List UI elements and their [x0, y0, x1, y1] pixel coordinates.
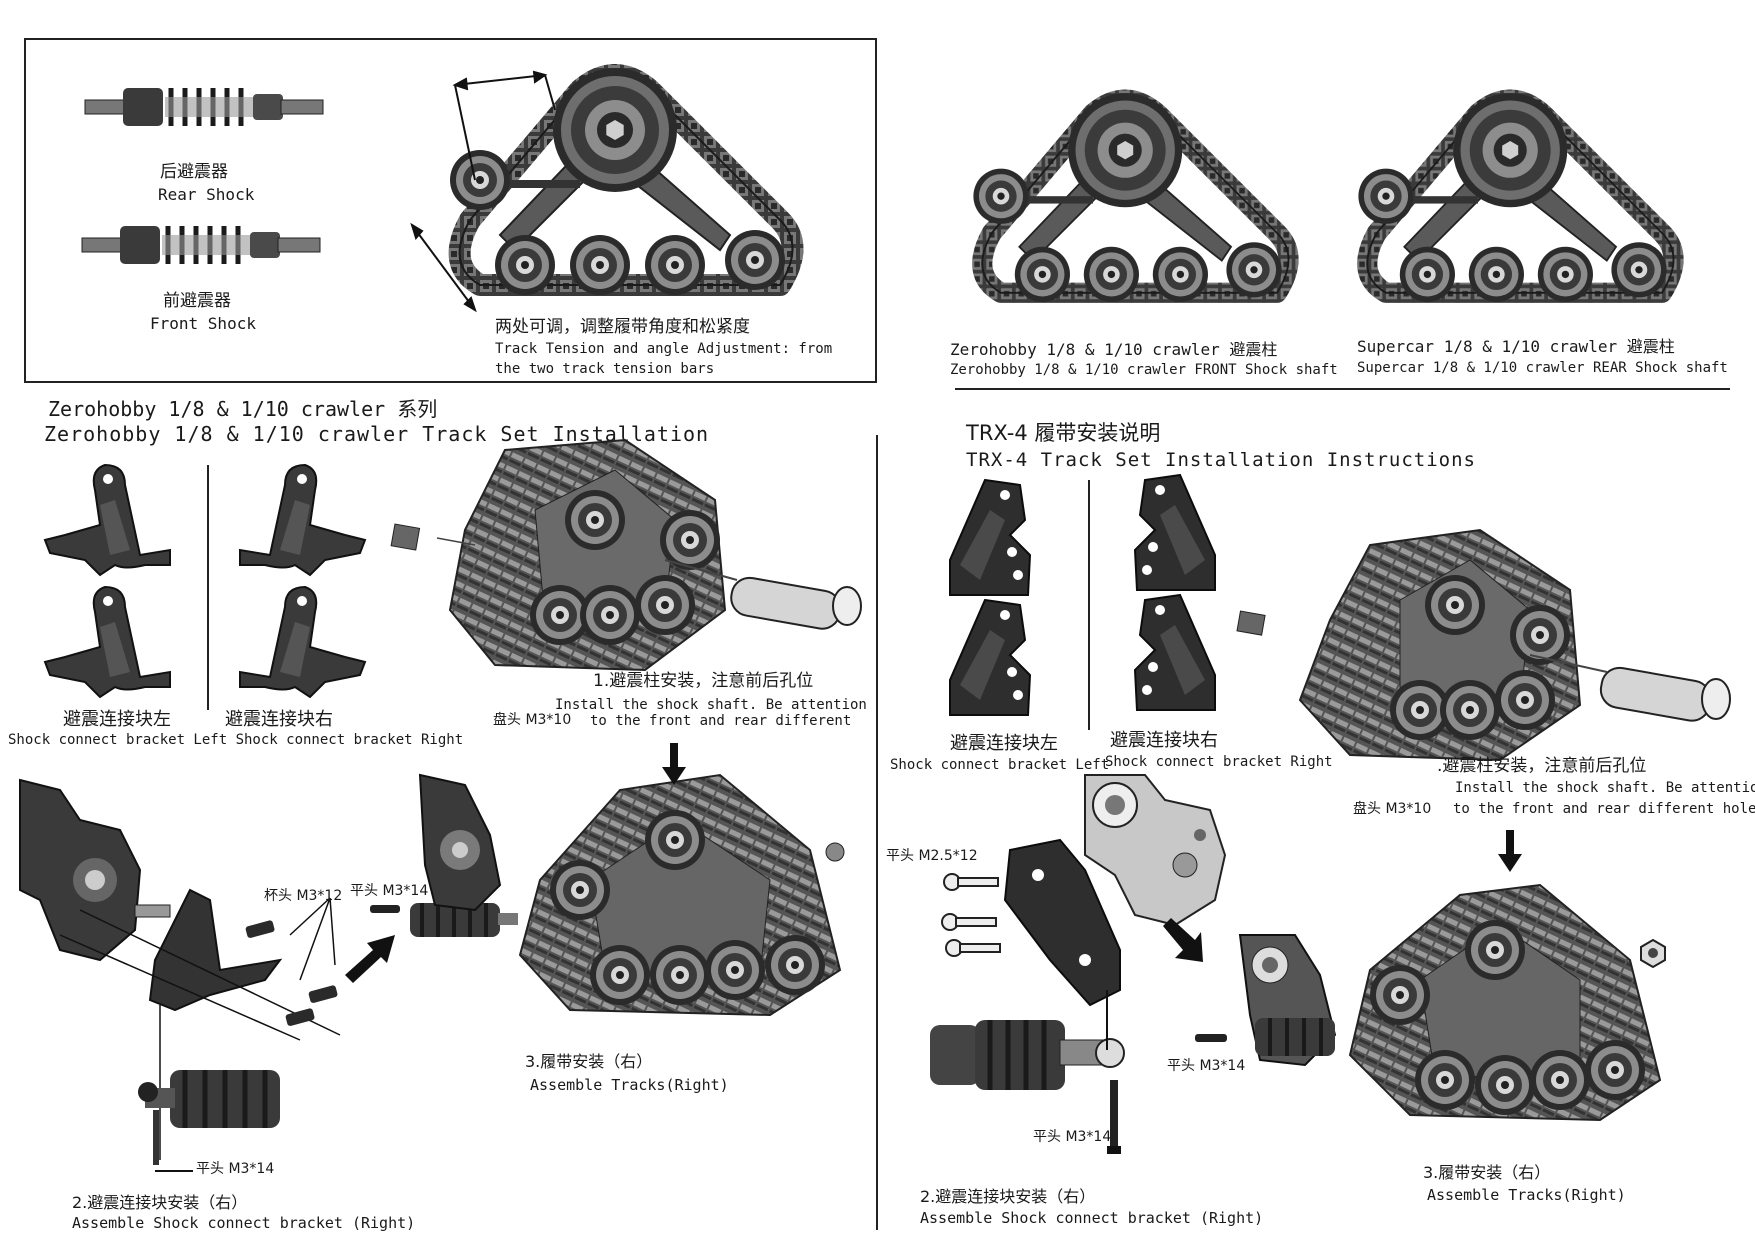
bracket-left-top [44, 464, 171, 576]
left-screw-pointers [289, 897, 336, 981]
trx-bracket-left-bottom [949, 599, 1031, 716]
right-step3-screw [1195, 1034, 1227, 1042]
left-step2-gearbox [19, 778, 341, 1165]
front-shock-illustration [82, 226, 332, 266]
bracket-divider-left [207, 465, 209, 710]
zerohobby-shaft-label-zh: Zerohobby 1/8 & 1/10 crawler 避震柱 [950, 340, 1278, 359]
left-arrow-to-track [345, 935, 395, 983]
left-step2-en: Assemble Shock connect bracket (Right) [72, 1214, 416, 1232]
right-screw-flat-m3x14-b: 平头 M3*14 [1033, 1129, 1112, 1145]
bracket-left-bottom [44, 586, 171, 698]
top-info-box [24, 38, 877, 383]
right-bracket-right-en: Shock connect bracket Right [1105, 754, 1333, 770]
left-screw-m3x14-piece [370, 905, 400, 913]
right-step2-screws [941, 873, 1001, 957]
left-step1-en-2: to the front and rear different [590, 713, 852, 729]
right-step3-track-iso [1348, 883, 1662, 1122]
right-screw-m25x12: 平头 M2.5*12 [886, 848, 978, 864]
top-right-divider [955, 388, 1730, 390]
supercar-shaft-label-zh: Supercar 1/8 & 1/10 crawler 避震柱 [1357, 337, 1675, 356]
rear-shock-label-en: Rear Shock [158, 185, 255, 204]
left-step1-zh: 1.避震柱安装，注意前后孔位 [593, 671, 814, 691]
bracket-right-top [239, 464, 366, 576]
right-step1-zh: .避震柱安装，注意前后孔位 [1437, 756, 1647, 776]
left-bracket-en: Shock connect bracket Left Shock connect… [8, 732, 464, 748]
left-step3-zh: 3.履带安装（右） [525, 1052, 653, 1071]
tension-caption-zh: 两处可调，调整履带角度和松紧度 [495, 317, 750, 337]
supercar-shock-shaft-track [1340, 95, 1720, 345]
right-title-en: TRX-4 Track Set Installation Instruction… [966, 449, 1476, 471]
right-down-arrow [1498, 830, 1522, 872]
trx-bracket-left-top [949, 479, 1031, 596]
right-screw-flat-m3x14-a: 平头 M3*14 [1167, 1058, 1246, 1074]
right-step2-en: Assemble Shock connect bracket (Right) [920, 1209, 1264, 1227]
zerohobby-shock-shaft-track [955, 95, 1335, 345]
right-step2-shock [930, 1020, 1125, 1090]
right-arrow-to-track [1163, 918, 1203, 962]
right-step3-nut [1640, 938, 1666, 969]
left-step1-track-iso [390, 438, 862, 672]
left-screw-flat-m3x14-b: 平头 M3*14 [196, 1161, 275, 1177]
bracket-right-bottom [239, 586, 366, 698]
left-title-zh: Zerohobby 1/8 & 1/10 crawler 系列 [48, 397, 438, 421]
right-step1-en-2: to the front and rear different hole [1453, 801, 1755, 817]
right-bracket-left-en: Shock connect bracket Left [890, 757, 1110, 773]
right-step2-zh: 2.避震连接块安装（右） [920, 1187, 1096, 1206]
tension-caption-en-1: Track Tension and angle Adjustment: from [495, 341, 833, 357]
right-screw-m3x10: 盘头 M3*10 [1353, 801, 1432, 817]
left-leader-m3x14 [155, 1170, 193, 1172]
left-step1-en-1: Install the shock shaft. Be attention [555, 697, 867, 713]
trx-bracket-right-bottom [1134, 594, 1216, 711]
right-step2-long-bolt [1107, 1080, 1121, 1154]
left-step3-gearbox [418, 773, 502, 912]
left-step3-track-iso [518, 773, 845, 1017]
right-title-zh: TRX-4 履带安装说明 [966, 421, 1161, 445]
right-step1-track-iso [1236, 528, 1731, 762]
supercar-shaft-label-en: Supercar 1/8 & 1/10 crawler REAR Shock s… [1357, 360, 1728, 376]
section-divider [876, 435, 878, 1230]
right-step1-en-1: Install the shock shaft. Be attentio [1455, 780, 1755, 796]
left-screw-cup-m3x12: 杯头 M3*12 [264, 888, 343, 904]
left-title-en: Zerohobby 1/8 & 1/10 crawler Track Set I… [44, 422, 710, 446]
trx-bracket-divider [1088, 480, 1090, 730]
zerohobby-shaft-label-en: Zerohobby 1/8 & 1/10 crawler FRONT Shock… [950, 362, 1338, 378]
left-screw-flat-m3x14-a: 平头 M3*14 [350, 883, 429, 899]
left-down-arrow [662, 743, 686, 785]
front-shock-label-zh: 前避震器 [163, 291, 231, 311]
right-step3-zh: 3.履带安装（右） [1423, 1163, 1551, 1182]
right-step3-shock [1255, 1018, 1335, 1056]
left-step2-zh: 2.避震连接块安装（右） [72, 1193, 248, 1212]
right-step2-bolt-line [1106, 990, 1108, 1050]
left-bracket-right-zh: 避震连接块右 [225, 709, 333, 730]
left-bracket-left-zh: 避震连接块左 [63, 709, 171, 730]
rear-shock-label-zh: 后避震器 [160, 162, 228, 182]
right-step2-axle-housing [1084, 774, 1227, 927]
track-tension-illustration [410, 70, 820, 313]
rear-shock-illustration [85, 88, 335, 128]
front-shock-label-en: Front Shock [150, 314, 256, 333]
left-step3-en: Assemble Tracks(Right) [530, 1076, 729, 1094]
right-step3-en: Assemble Tracks(Right) [1427, 1186, 1626, 1204]
right-step2-bracket [1003, 838, 1121, 1007]
right-bracket-left-zh: 避震连接块左 [950, 733, 1058, 754]
left-screw-m3x10: 盘头 M3*10 [493, 712, 572, 728]
trx-bracket-right-top [1134, 474, 1216, 591]
tension-caption-en-2: the two track tension bars [495, 361, 715, 377]
right-bracket-right-zh: 避震连接块右 [1110, 730, 1218, 751]
